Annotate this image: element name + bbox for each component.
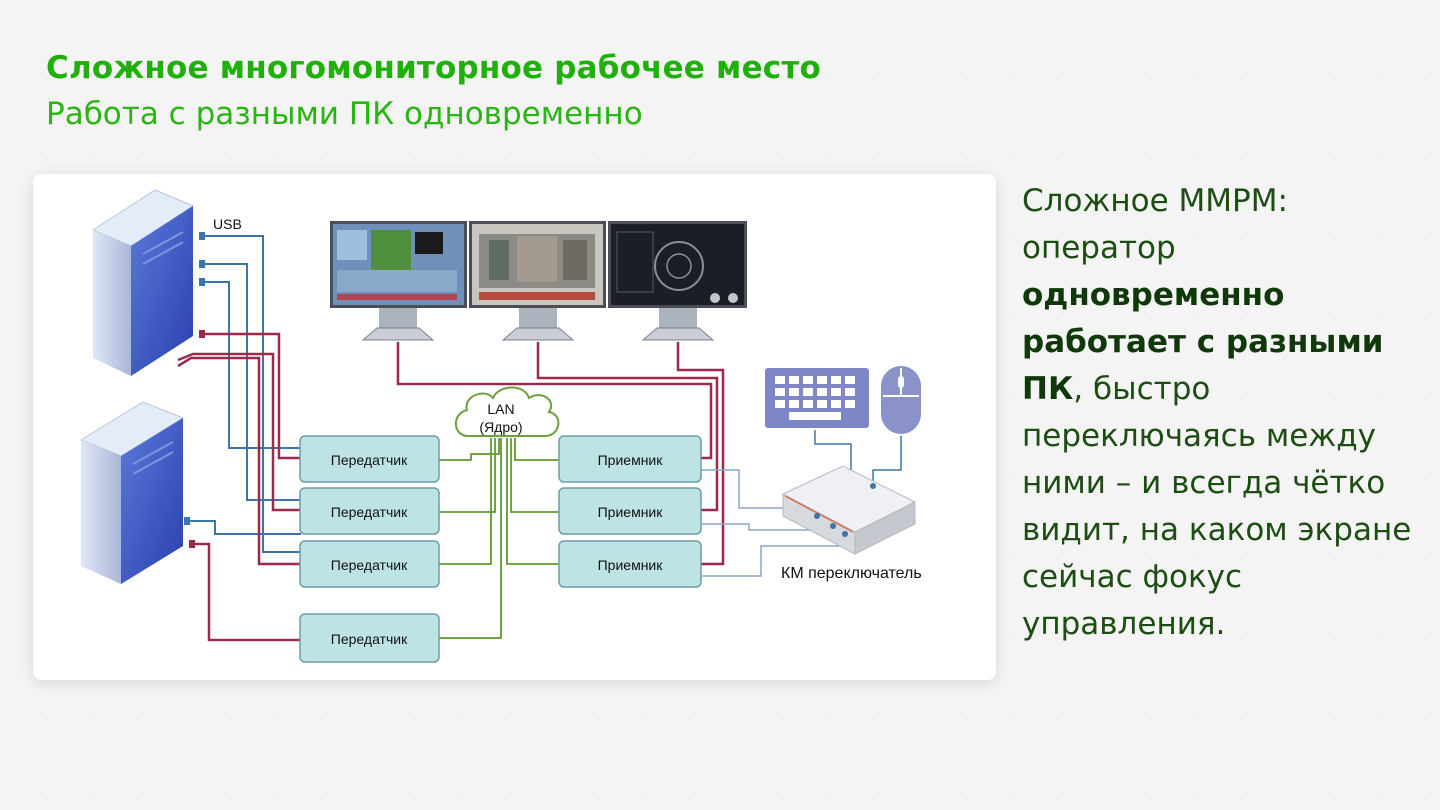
description-part2: , быстро переключаясь между ними – и все… [1022, 371, 1412, 642]
usb-label: USB [213, 216, 242, 232]
monitor-1 [330, 221, 467, 341]
receiver-box: Приемник [558, 435, 702, 483]
km-switch-icon [781, 465, 917, 555]
km-switch-label: КМ переключатель [781, 565, 922, 582]
diagram-card: USB [33, 174, 996, 680]
receiver-box: Приемник [558, 540, 702, 588]
port-markers [184, 232, 205, 548]
keyboard-icon [765, 368, 869, 428]
transmitter-box: Передатчик [299, 435, 440, 483]
svg-text:Передатчик: Передатчик [331, 504, 408, 520]
km-input-cables [814, 430, 902, 486]
page-title: Сложное многомониторное рабочее место [46, 50, 822, 86]
svg-text:Приемник: Приемник [598, 557, 664, 573]
mouse-icon [881, 366, 921, 434]
transmitter-box: Передатчик [299, 540, 440, 588]
monitor-2 [469, 221, 606, 341]
description-bold: одновременно работает с разными ПК [1022, 277, 1384, 407]
page-subtitle: Работа с разными ПК одновременно [46, 96, 643, 132]
svg-text:Приемник: Приемник [598, 504, 664, 520]
pc-tower-icon [79, 401, 185, 584]
pc-tower-icon [91, 189, 195, 376]
lan-core-label: (Ядро) [479, 419, 522, 435]
svg-text:Приемник: Приемник [598, 452, 664, 468]
transmitter-box: Передатчик [299, 613, 440, 663]
video-cables [177, 332, 301, 642]
monitor-video-cables [396, 342, 725, 566]
receiver-box: Приемник [558, 487, 702, 535]
lan-label: LAN [487, 401, 514, 417]
monitor-3 [608, 221, 747, 341]
svg-text:Передатчик: Передатчик [331, 631, 408, 647]
kvm-diagram: USB [79, 189, 922, 663]
lan-cables [439, 438, 559, 639]
transmitter-box: Передатчик [299, 487, 440, 535]
svg-text:Передатчик: Передатчик [331, 557, 408, 573]
svg-text:Передатчик: Передатчик [331, 452, 408, 468]
km-cables [701, 469, 841, 577]
description-part1: Сложное ММРМ: оператор [1022, 183, 1288, 266]
lan-cloud-icon: LAN (Ядро) [454, 386, 560, 437]
description-text: Сложное ММРМ: оператор одновременно рабо… [1022, 178, 1422, 648]
